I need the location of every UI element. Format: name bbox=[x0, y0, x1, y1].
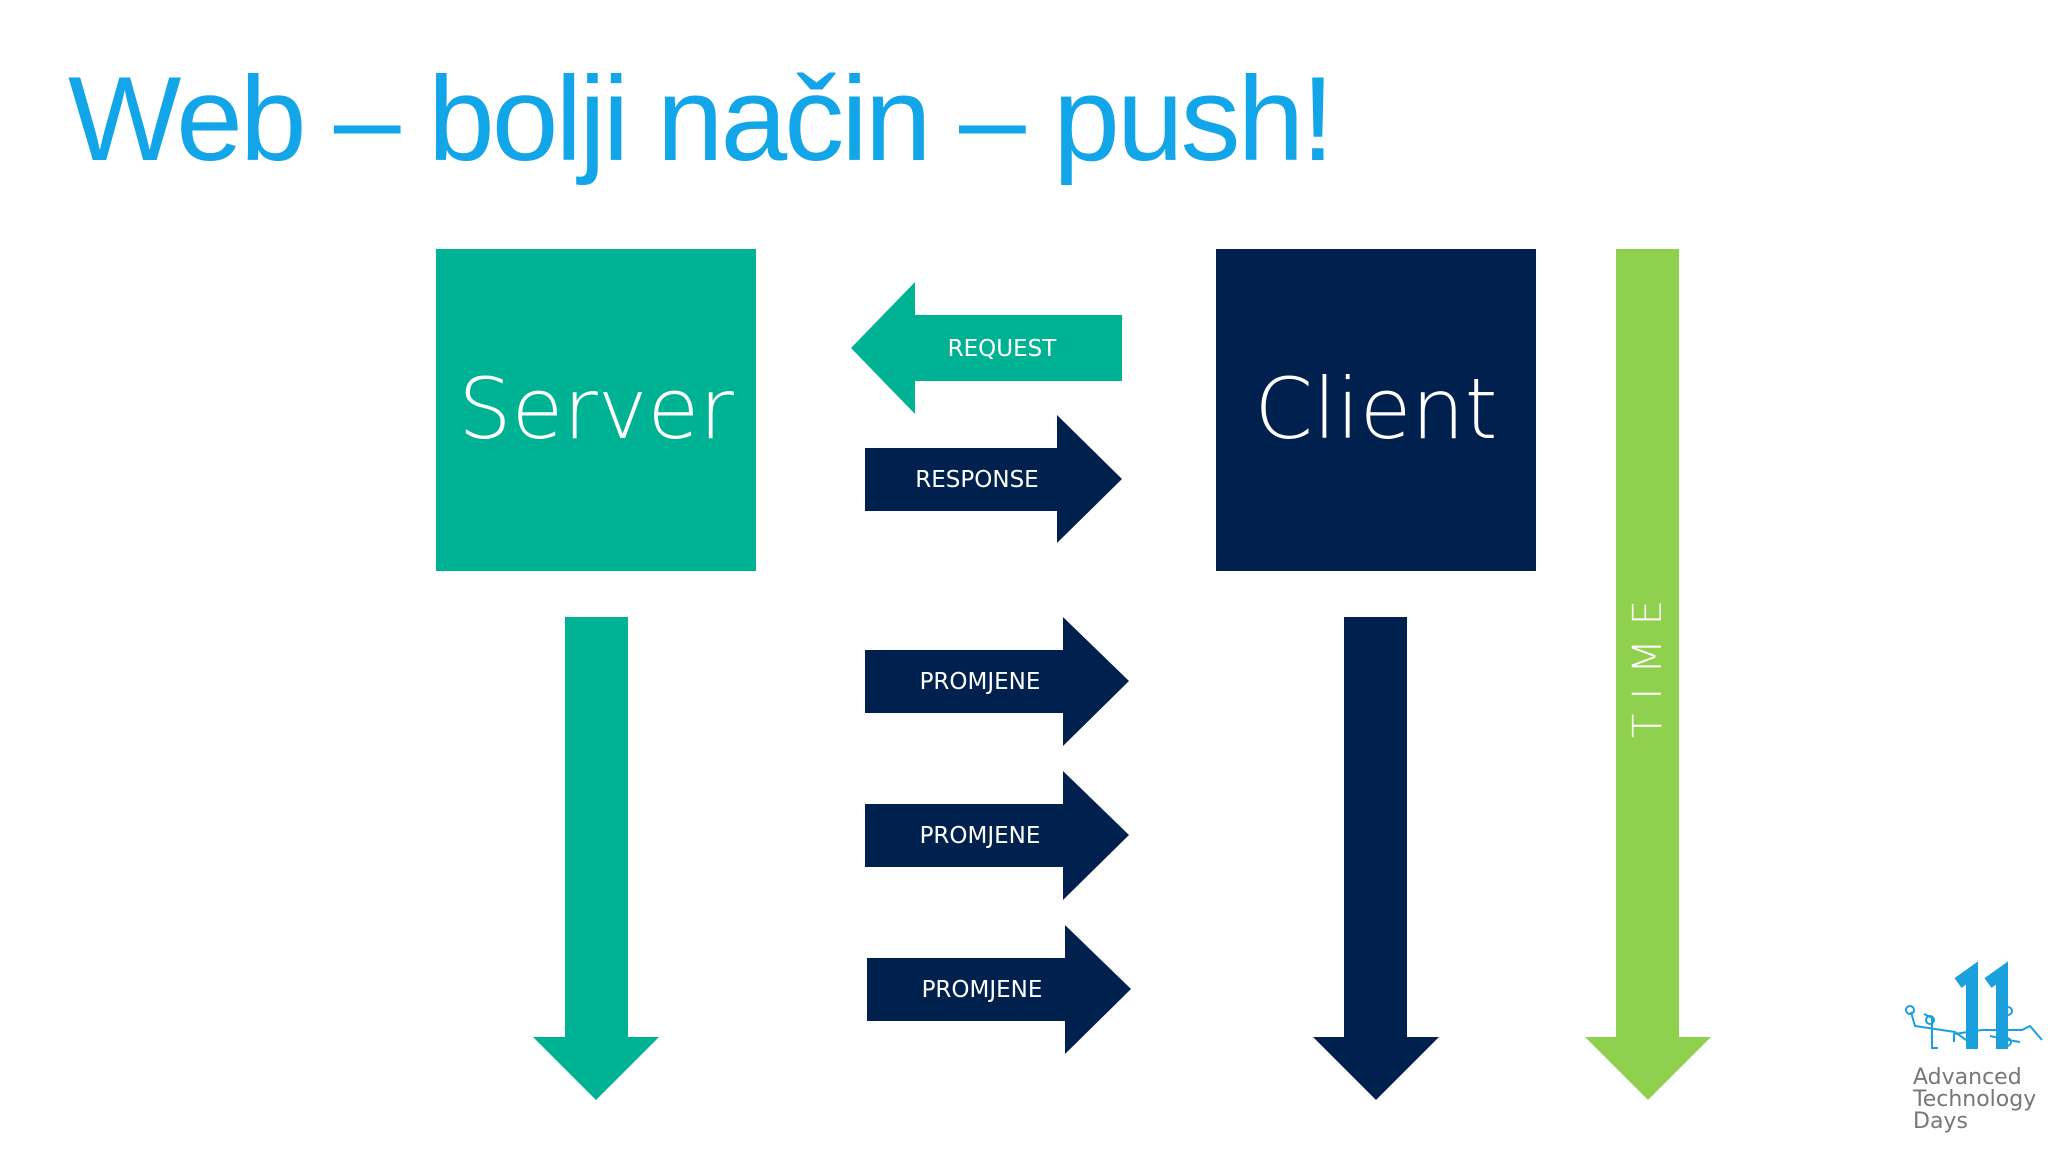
server-box: Server bbox=[436, 249, 756, 571]
changes-arrow-3: PROMJENE bbox=[867, 925, 1131, 1054]
changes-label: PROMJENE bbox=[922, 977, 1043, 1003]
response-label: RESPONSE bbox=[915, 467, 1038, 493]
client-box: Client bbox=[1216, 249, 1536, 571]
changes-label: PROMJENE bbox=[920, 823, 1041, 849]
request-arrow: REQUEST bbox=[851, 282, 1122, 414]
circuit-eleven-icon bbox=[1905, 961, 2043, 1049]
changes-label: PROMJENE bbox=[920, 669, 1041, 695]
client-label: Client bbox=[1254, 360, 1497, 458]
response-arrow: RESPONSE bbox=[865, 415, 1122, 543]
slide-title: Web – bolji način – push! bbox=[68, 52, 1335, 186]
server-timeline-arrow bbox=[533, 617, 659, 1100]
server-label: Server bbox=[458, 360, 734, 458]
time-label: TIME bbox=[1625, 586, 1671, 738]
logo-text-line: Days bbox=[1913, 1109, 1968, 1134]
request-label: REQUEST bbox=[948, 336, 1058, 362]
time-arrow: TIME bbox=[1585, 249, 1711, 1100]
changes-arrow-1: PROMJENE bbox=[865, 617, 1129, 746]
logo-text-line: Advanced bbox=[1913, 1065, 2022, 1090]
client-timeline-arrow bbox=[1313, 617, 1439, 1100]
logo-text-line: Technology bbox=[1912, 1087, 2036, 1112]
changes-arrow-2: PROMJENE bbox=[865, 771, 1129, 900]
atd-logo: Advanced Technology Days bbox=[1905, 961, 2043, 1134]
